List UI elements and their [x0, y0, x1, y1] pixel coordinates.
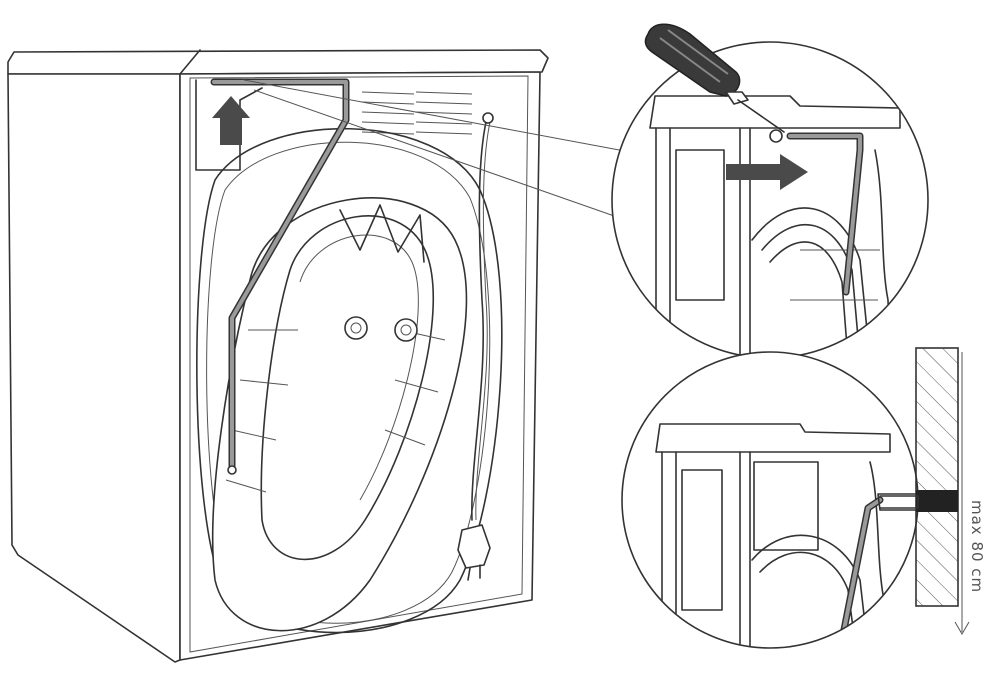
rear-housing — [211, 197, 468, 632]
zoom-detail-top — [611, 41, 929, 359]
arrow-up-icon — [212, 96, 250, 145]
screwdriver-icon — [644, 23, 785, 133]
power-cable — [457, 112, 494, 581]
wall — [879, 347, 959, 607]
max-distance-label: max 80 cm — [968, 500, 986, 593]
zoom-callout-lines — [243, 79, 631, 219]
zoom-detail-bottom — [621, 347, 959, 649]
installation-rod — [210, 78, 350, 475]
rear-vents — [361, 91, 473, 135]
arrow-right-icon — [726, 154, 808, 190]
distance-indicator: max 80 cm — [954, 352, 986, 635]
dryer-body — [7, 49, 549, 663]
arrow-down-icon — [954, 621, 970, 635]
